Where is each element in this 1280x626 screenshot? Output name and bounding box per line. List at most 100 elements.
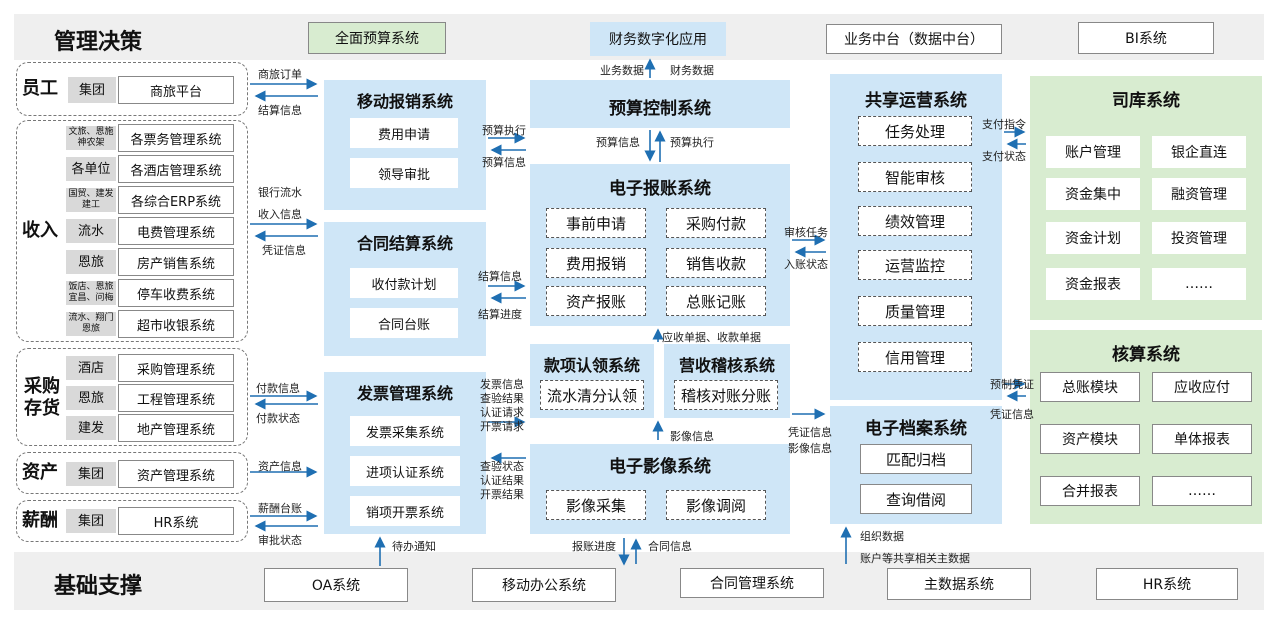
budget-system-box[interactable]: 全面预算系统: [308, 22, 446, 54]
panel-item[interactable]: 收付款计划: [350, 268, 458, 298]
unit-cell: 恩旅: [66, 386, 116, 410]
system-cell[interactable]: 资产管理系统: [118, 460, 234, 488]
panel-item[interactable]: 销项开票系统: [350, 496, 460, 526]
business-platform-box[interactable]: 业务中台（数据中台）: [826, 24, 1002, 54]
panel-item[interactable]: ……: [1152, 268, 1246, 300]
system-cell[interactable]: HR系统: [118, 507, 234, 535]
panel-item[interactable]: 销售收款: [666, 248, 766, 278]
system-cell[interactable]: 各酒店管理系统: [118, 155, 234, 183]
unit-cell: 恩旅: [66, 250, 116, 274]
flow-label: 报账进度: [572, 540, 616, 553]
flow-label: 凭证信息: [262, 244, 306, 257]
panel-item[interactable]: 事前申请: [546, 208, 646, 238]
panel-item[interactable]: 资金集中: [1046, 178, 1140, 210]
flow-label: 预算信息: [482, 156, 526, 169]
system-cell[interactable]: 商旅平台: [118, 76, 234, 104]
unit-cell: 文旅、恩施神农架: [66, 126, 116, 150]
system-cell[interactable]: 地产管理系统: [118, 414, 234, 442]
panel-item[interactable]: 信用管理: [858, 342, 972, 372]
panel-item[interactable]: 任务处理: [858, 116, 972, 146]
system-cell[interactable]: 电费管理系统: [118, 217, 234, 245]
panel-item[interactable]: 银企直连: [1152, 136, 1246, 168]
flow-label: 结算进度: [478, 308, 522, 321]
panel-item[interactable]: 应收应付: [1152, 372, 1252, 402]
system-cell[interactable]: 超市收银系统: [118, 310, 234, 338]
budget-control-panel: 预算控制系统: [530, 80, 790, 128]
panel-item[interactable]: 查询借阅: [860, 484, 972, 514]
archive-panel: 电子档案系统 匹配归档 查询借阅: [830, 406, 1002, 524]
group-salary: [16, 500, 248, 542]
flow-label: 银行流水: [258, 186, 302, 199]
hr-system-bottom-box[interactable]: HR系统: [1096, 568, 1238, 600]
panel-item[interactable]: 质量管理: [858, 296, 972, 326]
flow-label: 收入信息: [258, 208, 302, 221]
panel-title: 款项认领系统: [543, 356, 640, 375]
panel-item[interactable]: 资产模块: [1040, 424, 1140, 454]
unit-cell: 集团: [66, 509, 116, 533]
oa-system-box[interactable]: OA系统: [264, 568, 408, 602]
group-income: [16, 120, 248, 342]
panel-item[interactable]: 运营监控: [858, 250, 972, 280]
panel-item[interactable]: 费用报销: [546, 248, 646, 278]
panel-title: 电子档案系统: [865, 419, 967, 439]
bi-system-box[interactable]: BI系统: [1078, 22, 1214, 54]
panel-item[interactable]: 投资管理: [1152, 222, 1246, 254]
panel-item[interactable]: 影像调阅: [666, 490, 766, 520]
panel-item[interactable]: ……: [1152, 476, 1252, 506]
flow-label: 组织数据: [860, 530, 904, 543]
panel-item[interactable]: 进项认证系统: [350, 456, 460, 486]
group-employee: [16, 62, 248, 116]
panel-item[interactable]: 资金计划: [1046, 222, 1140, 254]
flow-label: 审核任务: [784, 226, 828, 239]
system-cell[interactable]: 房产销售系统: [118, 248, 234, 276]
flow-label: 商旅订单: [258, 68, 302, 81]
panel-item[interactable]: 流水清分认领: [540, 380, 644, 410]
group-purchase: [16, 348, 248, 446]
panel-item[interactable]: 总账记账: [666, 286, 766, 316]
panel-title: 共享运营系统: [865, 91, 967, 111]
system-cell[interactable]: 采购管理系统: [118, 354, 234, 382]
flow-label: 查验结果: [480, 392, 524, 405]
panel-item[interactable]: 合并报表: [1040, 476, 1140, 506]
panel-item[interactable]: 总账模块: [1040, 372, 1140, 402]
finance-digital-box[interactable]: 财务数字化应用: [590, 22, 726, 56]
unit-cell: 饭店、恩旅宜昌、问梅: [66, 281, 116, 305]
flow-label: 发票信息: [480, 378, 524, 391]
flow-label: 凭证信息: [990, 408, 1034, 421]
panel-item[interactable]: 影像采集: [546, 490, 646, 520]
unit-cell: 集团: [68, 77, 116, 103]
master-data-box[interactable]: 主数据系统: [887, 568, 1031, 600]
panel-title: 电子影像系统: [609, 457, 711, 477]
panel-item[interactable]: 绩效管理: [858, 206, 972, 236]
panel-item[interactable]: 合同台账: [350, 308, 458, 338]
panel-item[interactable]: 单体报表: [1152, 424, 1252, 454]
system-cell[interactable]: 各票务管理系统: [118, 124, 234, 152]
treasury-panel: 司库系统 账户管理 银企直连 资金集中 融资管理 资金计划 投资管理 资金报表 …: [1030, 76, 1262, 320]
flow-label: 入账状态: [784, 258, 828, 271]
contract-mgmt-box[interactable]: 合同管理系统: [680, 568, 824, 598]
flow-label: 支付状态: [982, 150, 1026, 163]
flow-label: 预算信息: [596, 136, 640, 149]
panel-item[interactable]: 领导审批: [350, 158, 458, 188]
panel-item[interactable]: 稽核对账分账: [674, 380, 778, 410]
flow-label: 付款信息: [256, 382, 300, 395]
top-title: 管理决策: [54, 30, 143, 55]
panel-item[interactable]: 智能审核: [858, 162, 972, 192]
mobile-office-box[interactable]: 移动办公系统: [472, 568, 616, 602]
bottom-title: 基础支撑: [54, 574, 143, 599]
system-cell[interactable]: 各综合ERP系统: [118, 186, 234, 214]
system-cell[interactable]: 工程管理系统: [118, 384, 234, 412]
flow-label: 影像信息: [670, 430, 714, 443]
panel-item[interactable]: 资金报表: [1046, 268, 1140, 300]
panel-item[interactable]: 账户管理: [1046, 136, 1140, 168]
panel-item[interactable]: 采购付款: [666, 208, 766, 238]
panel-item[interactable]: 融资管理: [1152, 178, 1246, 210]
system-cell[interactable]: 停车收费系统: [118, 279, 234, 307]
shared-ops-panel: 共享运营系统 任务处理 智能审核 绩效管理 运营监控 质量管理 信用管理: [830, 74, 1002, 400]
panel-item[interactable]: 资产报账: [546, 286, 646, 316]
panel-item[interactable]: 费用申请: [350, 118, 458, 148]
panel-item[interactable]: 匹配归档: [860, 444, 972, 474]
panel-item[interactable]: 发票采集系统: [350, 416, 460, 446]
unit-cell: 国贸、建发建工: [66, 188, 116, 212]
